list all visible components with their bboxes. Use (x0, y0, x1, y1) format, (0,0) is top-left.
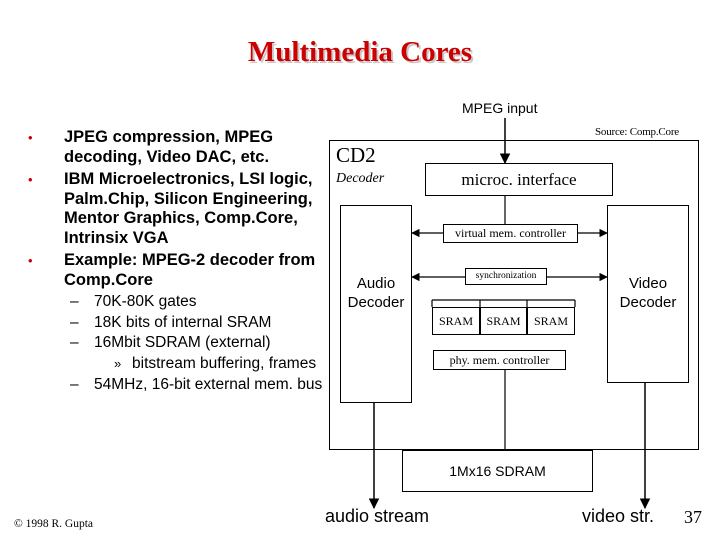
bullet-list: • JPEG compression, MPEG decoding, Video… (28, 128, 328, 397)
sub-bullet-item: – 18K bits of internal SRAM (28, 314, 328, 332)
video-stream-label: video str. (582, 506, 655, 526)
sub-bullet-marker: – (70, 313, 79, 331)
chip-name: CD2 (336, 143, 376, 167)
sdram-block: 1Mx16 SDRAM (402, 450, 593, 492)
sub-bullet-text: 16Mbit SDRAM (external) (94, 334, 271, 351)
audio-stream-label: audio stream (325, 506, 430, 526)
bullet-marker: • (28, 172, 33, 187)
copyright-text: © 1998 R. Gupta (14, 518, 94, 530)
sub-bullet-marker: – (70, 334, 79, 351)
sram-block: SRAM (480, 307, 527, 335)
sub-bullet-marker: – (70, 293, 79, 310)
sub-bullet-item: – 16Mbit SDRAM (external) (28, 334, 328, 352)
source-label: Source: Comp.Core (595, 126, 679, 138)
mpeg-input-label: MPEG input (462, 100, 538, 116)
page-number: 37 (684, 507, 702, 527)
sram-block: SRAM (432, 307, 480, 335)
sub-bullet-marker: – (70, 376, 79, 393)
chip-subtitle: Decoder (336, 171, 385, 186)
slide-title: Multimedia Cores (247, 36, 473, 68)
sub-bullet-text: 18K bits of internal SRAM (94, 313, 272, 331)
phy-mem-controller-block: phy. mem. controller (433, 350, 566, 370)
sub-sub-bullet-marker: » (114, 355, 122, 371)
sub-sub-bullet-item: » bitstream buffering, frames (28, 355, 328, 373)
bullet-text: JPEG compression, MPEG decoding, Video D… (64, 128, 274, 166)
sub-sub-bullet-text: bitstream buffering, frames (132, 354, 317, 372)
sub-bullet-item: – 54MHz, 16-bit external mem. bus (28, 376, 328, 394)
synchronization-block: synchronization (465, 268, 547, 285)
bullet-item: • JPEG compression, MPEG decoding, Video… (28, 128, 328, 167)
sram-block: SRAM (527, 307, 575, 335)
sub-bullet-text: 70K-80K gates (94, 293, 197, 310)
bullet-text: IBM Microelectronics, LSI logic, Palm.Ch… (64, 170, 313, 247)
bullet-marker: • (28, 130, 33, 145)
sub-bullet-text: 54MHz, 16-bit external mem. bus (94, 376, 323, 393)
bullet-item: • Example: MPEG-2 decoder from Comp.Core (28, 251, 328, 290)
video-decoder-block: Video Decoder (607, 205, 689, 383)
sub-bullet-item: – 70K-80K gates (28, 293, 328, 311)
bullet-item: • IBM Microelectronics, LSI logic, Palm.… (28, 170, 328, 248)
virtual-mem-controller-block: virtual mem. controller (443, 224, 578, 243)
audio-decoder-block: Audio Decoder (340, 205, 412, 403)
bullet-text: Example: MPEG-2 decoder from Comp.Core (64, 251, 316, 289)
chip-outline (329, 140, 699, 450)
microc-interface-block: microc. interface (425, 163, 613, 196)
bullet-marker: • (28, 253, 33, 268)
